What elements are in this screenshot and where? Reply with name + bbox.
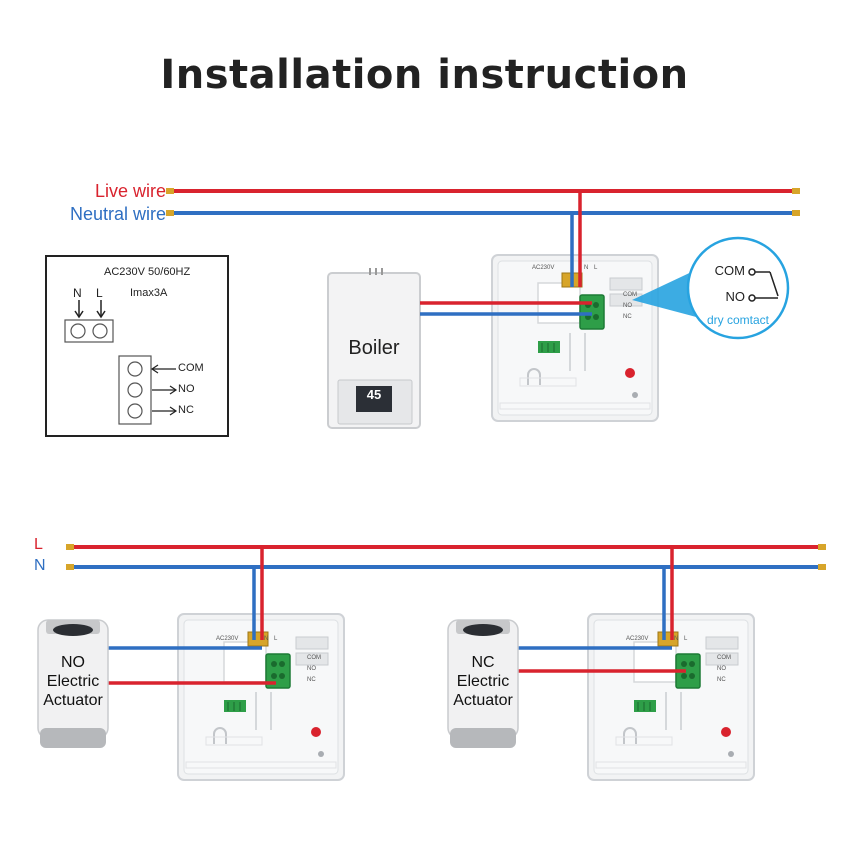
legend-l-label: L	[96, 286, 103, 300]
left-thermostat-no: NO	[307, 666, 316, 672]
top-thermostat-n: N	[584, 265, 589, 271]
left-actuator-line3: Actuator	[43, 692, 103, 709]
top-thermostat	[491, 254, 659, 422]
left-actuator-line2: Electric	[46, 673, 100, 690]
right-thermostat-com: COM	[717, 655, 731, 661]
right-thermostat-n: N	[674, 636, 679, 642]
right-actuator-type: NC	[471, 654, 495, 671]
left-actuator-type: NO	[61, 654, 85, 671]
boiler-display: 45	[366, 387, 382, 402]
left-thermostat-supply: AC230V	[216, 636, 239, 642]
wiring-legend-box	[45, 255, 229, 437]
boiler	[327, 268, 421, 429]
right-thermostat-supply: AC230V	[626, 636, 649, 642]
right-thermostat-l: L	[684, 636, 688, 642]
page-title: Installation instruction	[160, 52, 689, 98]
legend-current-text: Imax3A	[130, 287, 168, 299]
callout-no-label: NO	[725, 289, 746, 304]
live-wire-label: Live wire	[94, 181, 166, 201]
legend-supply-text: AC230V 50/60HZ	[104, 266, 191, 278]
right-actuator-line3: Actuator	[453, 692, 513, 709]
top-thermostat-no: NO	[623, 303, 632, 309]
legend-com-label: COM	[178, 362, 204, 374]
top-thermostat-com: COM	[623, 292, 637, 298]
left-thermostat-n: N	[264, 636, 269, 642]
top-thermostat-nc: NC	[623, 314, 632, 320]
top-thermostat-supply: AC230V	[532, 265, 555, 271]
nc-electric-actuator	[447, 619, 519, 748]
callout-com-label: COM	[714, 263, 745, 278]
legend-n-label: N	[73, 286, 82, 300]
callout-caption: dry comtact	[706, 313, 769, 327]
left-thermostat-nc: NC	[307, 677, 316, 683]
no-electric-actuator	[37, 619, 109, 748]
bottom-l-label: L	[34, 536, 43, 553]
legend-no-label: NO	[178, 383, 195, 395]
left-thermostat-com: COM	[307, 655, 321, 661]
boiler-label: Boiler	[348, 337, 400, 359]
right-thermostat-nc: NC	[717, 677, 726, 683]
neutral-wire-label: Neutral wire	[69, 204, 166, 224]
left-thermostat-l: L	[274, 636, 278, 642]
bottom-n-label: N	[34, 557, 46, 574]
legend-nc-label: NC	[178, 404, 194, 416]
right-thermostat-no: NO	[717, 666, 726, 672]
right-actuator-line2: Electric	[456, 673, 510, 690]
top-thermostat-l: L	[594, 265, 598, 271]
dry-contact-callout	[686, 236, 790, 340]
